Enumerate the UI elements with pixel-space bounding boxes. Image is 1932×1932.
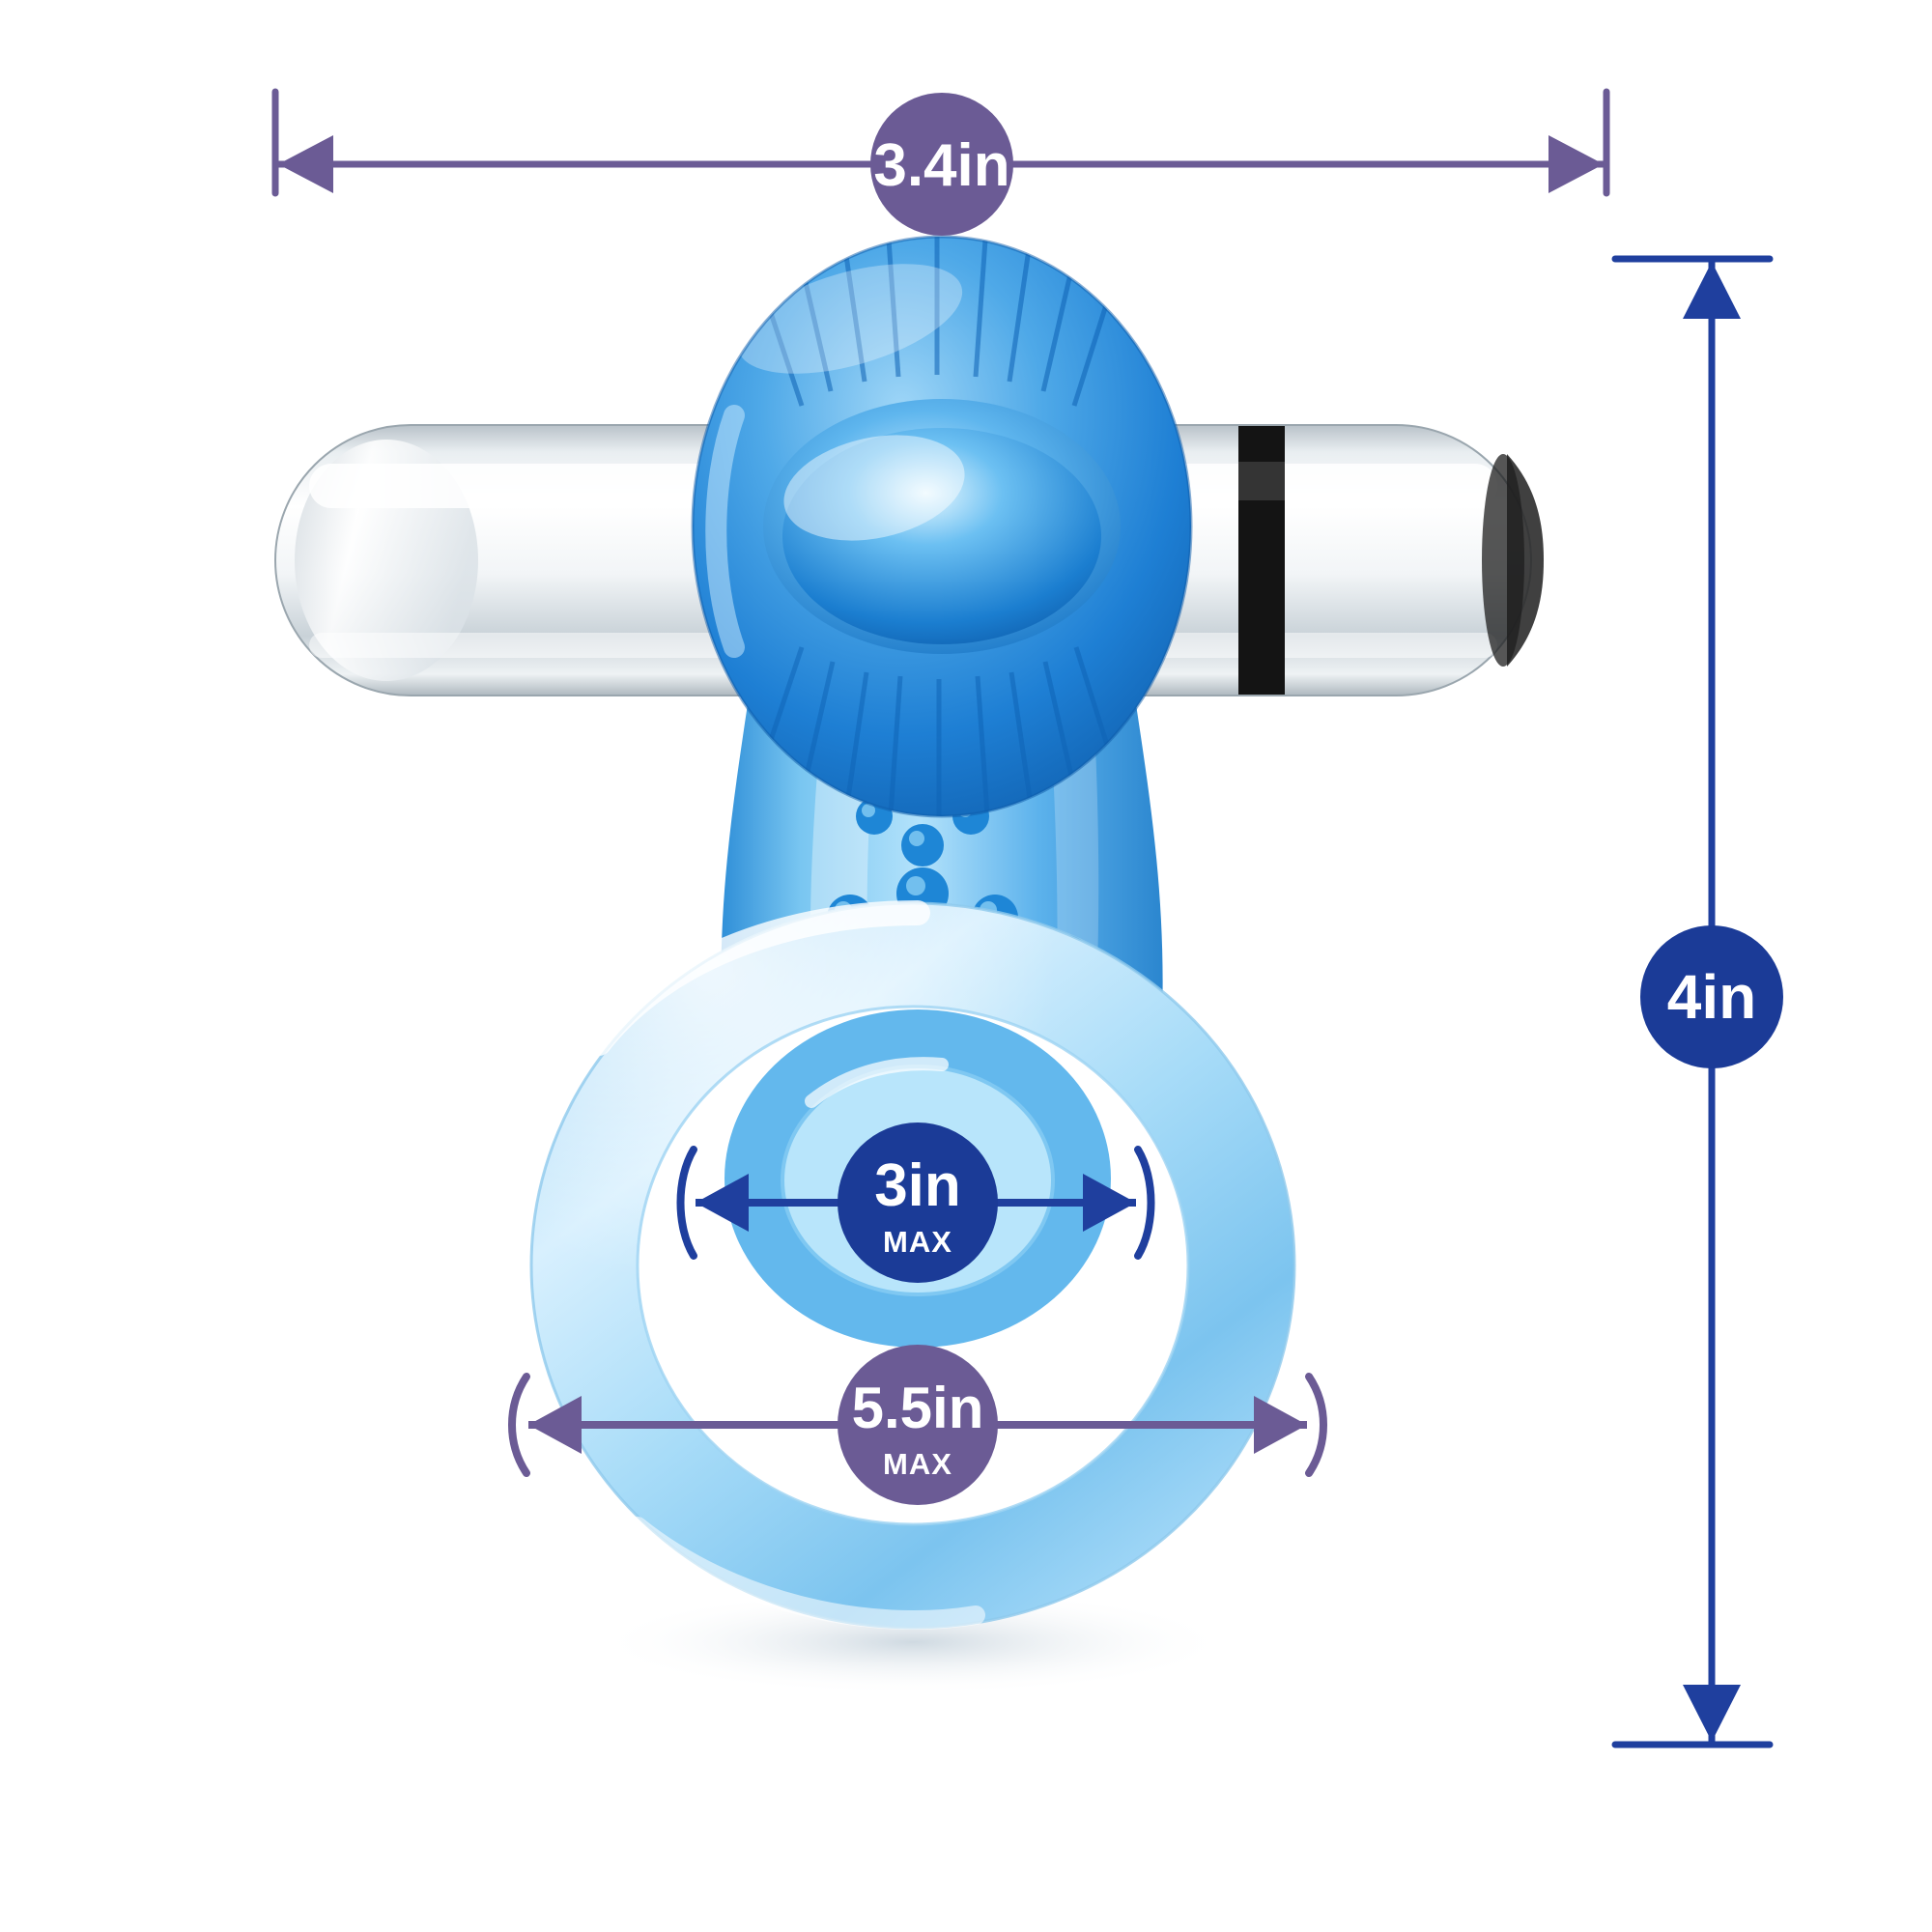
arrow-right <box>1548 135 1604 193</box>
badge-width-top <box>870 93 1013 236</box>
arrow-left <box>528 1396 582 1454</box>
dimension-outer-ring: 5.5in MAX <box>508 1345 1327 1505</box>
dimension-width-top: 3.4in <box>271 88 1610 236</box>
dimension-inner-ring: 3in MAX <box>676 1122 1155 1283</box>
dimension-height-right: 4in <box>1611 255 1783 1748</box>
arrow-right <box>1083 1174 1136 1232</box>
arrow-bottom <box>1683 1685 1741 1742</box>
badge-label-inner-ring: 3in <box>874 1152 961 1219</box>
tick-left-curve <box>676 1146 697 1260</box>
badge-sublabel-outer-ring: MAX <box>883 1447 952 1481</box>
badge-height-right <box>1640 925 1783 1068</box>
product-shadow <box>594 1589 1232 1695</box>
tick-left-curve <box>508 1373 530 1477</box>
badge-outer-ring <box>838 1345 998 1505</box>
arrow-left <box>278 135 333 193</box>
clitoral-stimulator-head <box>691 235 1193 818</box>
badge-label-outer-ring: 5.5in <box>852 1376 984 1440</box>
tick-right-curve <box>1134 1146 1155 1260</box>
arrow-right <box>1254 1396 1307 1454</box>
badge-sublabel-inner-ring: MAX <box>883 1225 952 1259</box>
arrow-top <box>1683 262 1741 319</box>
badge-label-height-right: 4in <box>1667 962 1756 1032</box>
tick-right-curve <box>1305 1373 1327 1477</box>
arrow-left <box>696 1174 749 1232</box>
badge-label-width-top: 3.4in <box>873 132 1009 199</box>
badge-inner-ring <box>838 1122 998 1283</box>
